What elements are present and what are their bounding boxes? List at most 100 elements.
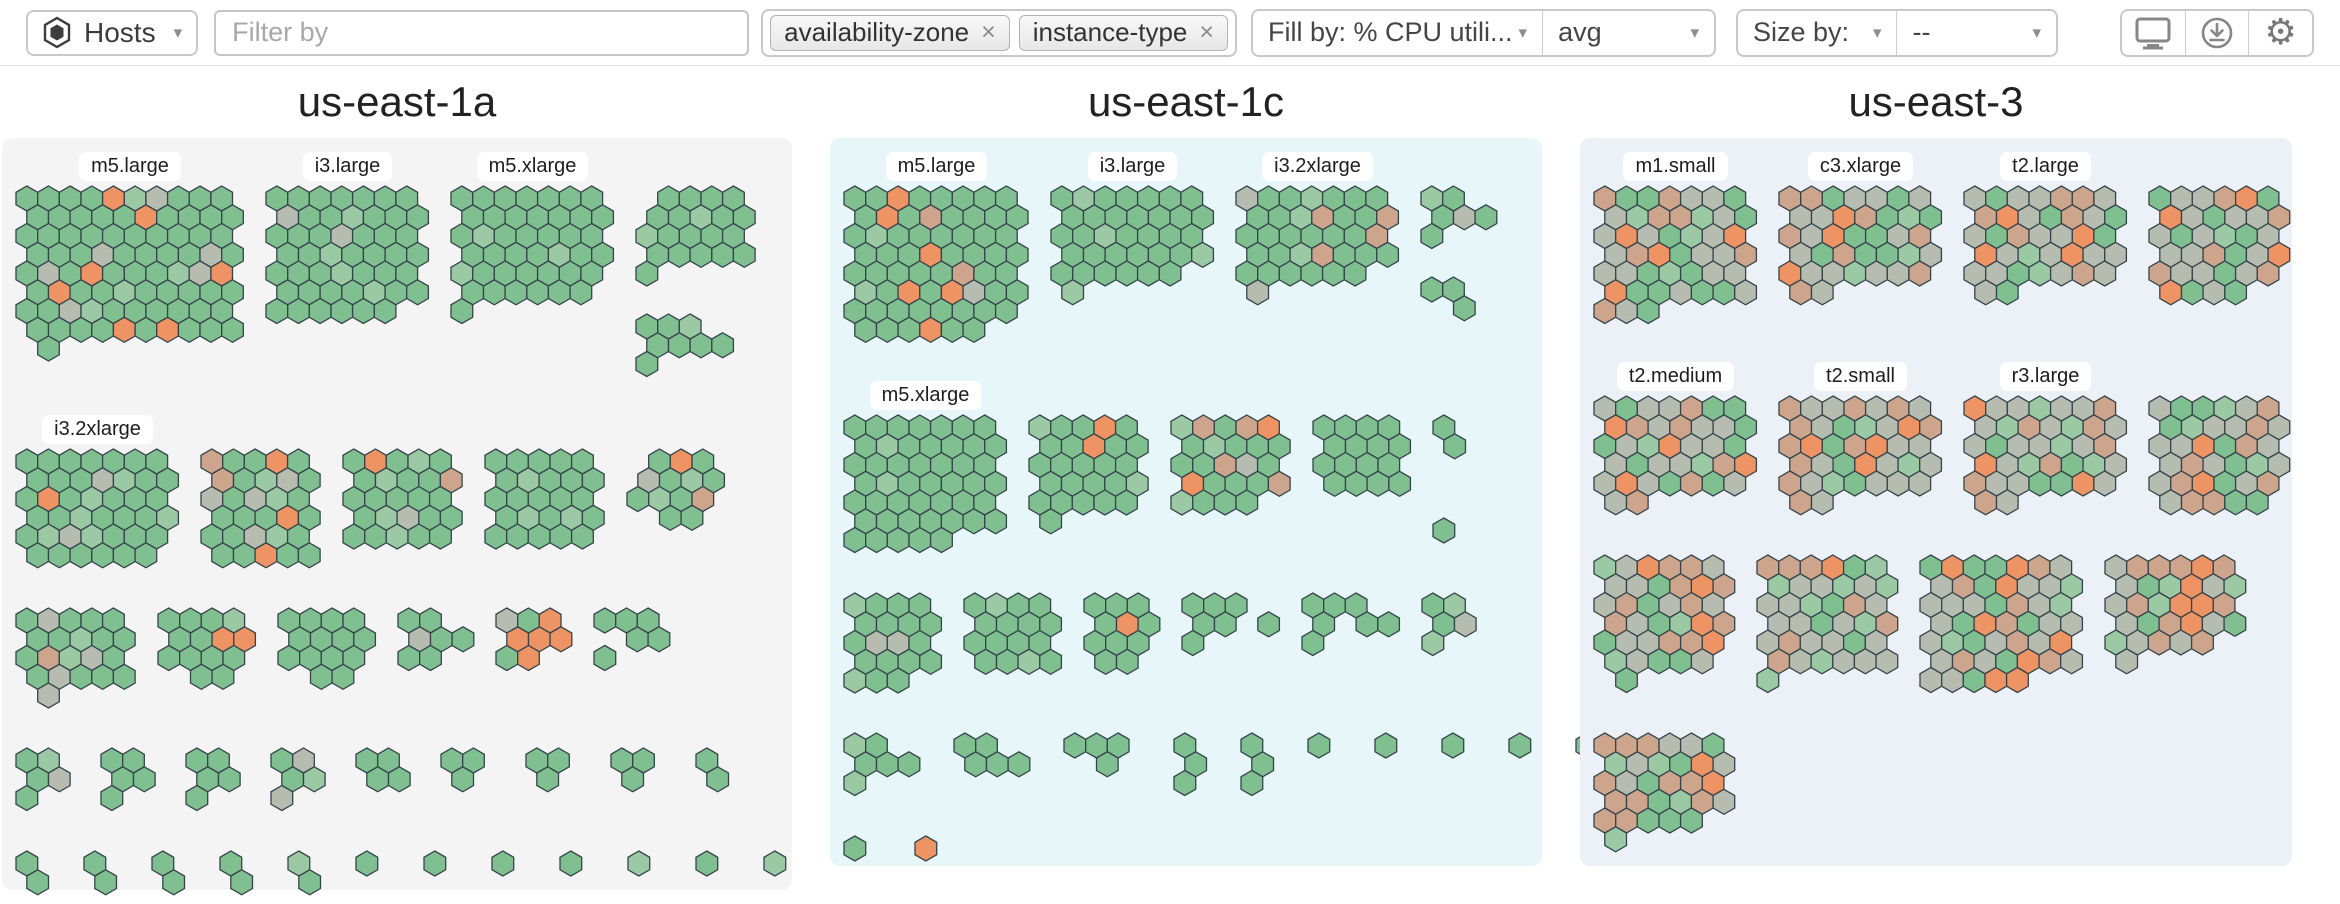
host-hexagon[interactable] <box>843 769 867 797</box>
host-hexagon[interactable] <box>1093 260 1117 287</box>
host-hexagon[interactable] <box>331 663 355 691</box>
host-hexagon[interactable] <box>1452 204 1476 231</box>
host-hexagon[interactable] <box>1063 732 1087 759</box>
instance-type-label[interactable]: m5.xlarge <box>869 381 982 410</box>
host-cluster[interactable] <box>842 731 922 798</box>
host-hexagon[interactable] <box>1995 279 2019 306</box>
host-cluster[interactable] <box>1239 731 1276 798</box>
host-hexagon[interactable] <box>419 644 442 672</box>
host-hexagon[interactable] <box>1615 297 1638 325</box>
host-cluster[interactable] <box>1419 275 1478 323</box>
host-hexagon[interactable] <box>47 766 71 793</box>
host-hexagon[interactable] <box>1593 297 1617 325</box>
host-cluster[interactable] <box>199 447 323 570</box>
download-button[interactable] <box>2184 10 2249 55</box>
host-cluster[interactable] <box>14 447 181 570</box>
host-hexagon[interactable] <box>627 850 651 877</box>
remove-tag-icon[interactable]: × <box>1199 18 1214 46</box>
host-hexagon[interactable] <box>397 644 421 672</box>
host-cluster[interactable] <box>1306 731 1343 760</box>
host-hexagon[interactable] <box>1307 732 1331 759</box>
host-hexagon[interactable] <box>134 316 158 344</box>
host-cluster[interactable] <box>1918 553 2085 695</box>
host-hexagon[interactable] <box>1420 222 1444 250</box>
host-hexagon[interactable] <box>15 784 39 812</box>
host-cluster[interactable] <box>449 184 616 326</box>
host-hexagon[interactable] <box>1810 648 1834 675</box>
host-cluster[interactable] <box>1172 731 1209 798</box>
host-hexagon[interactable] <box>1115 648 1139 676</box>
host-hexagon[interactable] <box>364 523 387 550</box>
host-hexagon[interactable] <box>2180 279 2204 306</box>
host-hexagon[interactable] <box>26 542 50 569</box>
host-cluster[interactable] <box>1777 184 1944 307</box>
host-cluster[interactable] <box>1180 591 1282 658</box>
host-cluster[interactable] <box>962 591 1064 677</box>
host-hexagon[interactable] <box>1136 260 1160 287</box>
host-hexagon[interactable] <box>711 241 735 269</box>
host-hexagon[interactable] <box>1377 611 1401 638</box>
host-hexagon[interactable] <box>373 297 397 325</box>
host-cluster[interactable] <box>1592 731 1737 854</box>
host-hexagon[interactable] <box>940 316 964 344</box>
host-hexagon[interactable] <box>1843 260 1867 287</box>
host-hexagon[interactable] <box>1669 279 1693 306</box>
group-tag-instance-type[interactable]: instance-type × <box>1018 14 1228 51</box>
host-hexagon[interactable] <box>2180 489 2204 516</box>
host-hexagon[interactable] <box>423 850 447 877</box>
host-cluster[interactable] <box>952 731 1032 779</box>
host-cluster[interactable] <box>609 746 668 794</box>
host-hexagon[interactable] <box>517 644 540 672</box>
host-cluster[interactable] <box>276 606 378 692</box>
host-hexagon[interactable] <box>265 297 289 325</box>
host-hexagon[interactable] <box>287 297 310 325</box>
host-hexagon[interactable] <box>342 523 366 550</box>
host-hexagon[interactable] <box>482 279 506 306</box>
host-hexagon[interactable] <box>451 626 475 653</box>
host-cluster[interactable] <box>1592 184 1759 326</box>
host-hexagon[interactable] <box>1756 666 1780 694</box>
host-hexagon[interactable] <box>1864 470 1888 497</box>
host-hexagon[interactable] <box>1093 489 1117 516</box>
host-hexagon[interactable] <box>1734 279 1758 306</box>
host-cluster[interactable] <box>842 184 1031 345</box>
host-cluster[interactable] <box>2147 184 2292 307</box>
host-hexagon[interactable] <box>2202 279 2226 306</box>
host-hexagon[interactable] <box>886 667 910 694</box>
host-hexagon[interactable] <box>26 869 50 896</box>
host-hexagon[interactable] <box>484 523 508 550</box>
host-hexagon[interactable] <box>1323 470 1347 498</box>
host-cluster[interactable] <box>1431 413 1468 461</box>
host-hexagon[interactable] <box>504 279 528 306</box>
host-hexagon[interactable] <box>1789 489 1813 516</box>
host-hexagon[interactable] <box>1240 769 1264 797</box>
host-hexagon[interactable] <box>2049 470 2073 497</box>
host-cluster[interactable] <box>1419 184 1499 251</box>
host-cluster[interactable] <box>1082 591 1162 677</box>
host-cluster[interactable] <box>2147 394 2292 517</box>
host-hexagon[interactable] <box>428 523 452 550</box>
host-cluster[interactable] <box>1962 394 2129 517</box>
instance-type-label[interactable]: r3.large <box>1999 362 2092 391</box>
host-hexagon[interactable] <box>2190 629 2214 656</box>
host-hexagon[interactable] <box>270 784 294 812</box>
host-hexagon[interactable] <box>1366 470 1390 498</box>
host-hexagon[interactable] <box>1679 807 1703 834</box>
host-cluster[interactable] <box>396 606 476 673</box>
host-hexagon[interactable] <box>1712 788 1736 816</box>
host-hexagon[interactable] <box>1843 470 1867 497</box>
host-hexagon[interactable] <box>1039 648 1063 676</box>
host-cluster[interactable] <box>694 746 731 794</box>
host-hexagon[interactable] <box>156 316 180 344</box>
host-cluster[interactable] <box>14 746 73 813</box>
host-hexagon[interactable] <box>2028 260 2052 287</box>
host-hexagon[interactable] <box>2093 260 2117 287</box>
host-hexagon[interactable] <box>2223 610 2247 638</box>
host-hexagon[interactable] <box>1420 276 1444 303</box>
host-hexagon[interactable] <box>2049 260 2073 287</box>
host-hexagon[interactable] <box>1388 470 1412 498</box>
host-hexagon[interactable] <box>1832 648 1856 675</box>
host-hexagon[interactable] <box>984 508 1008 535</box>
host-hexagon[interactable] <box>1158 260 1182 287</box>
host-hexagon[interactable] <box>843 835 867 862</box>
